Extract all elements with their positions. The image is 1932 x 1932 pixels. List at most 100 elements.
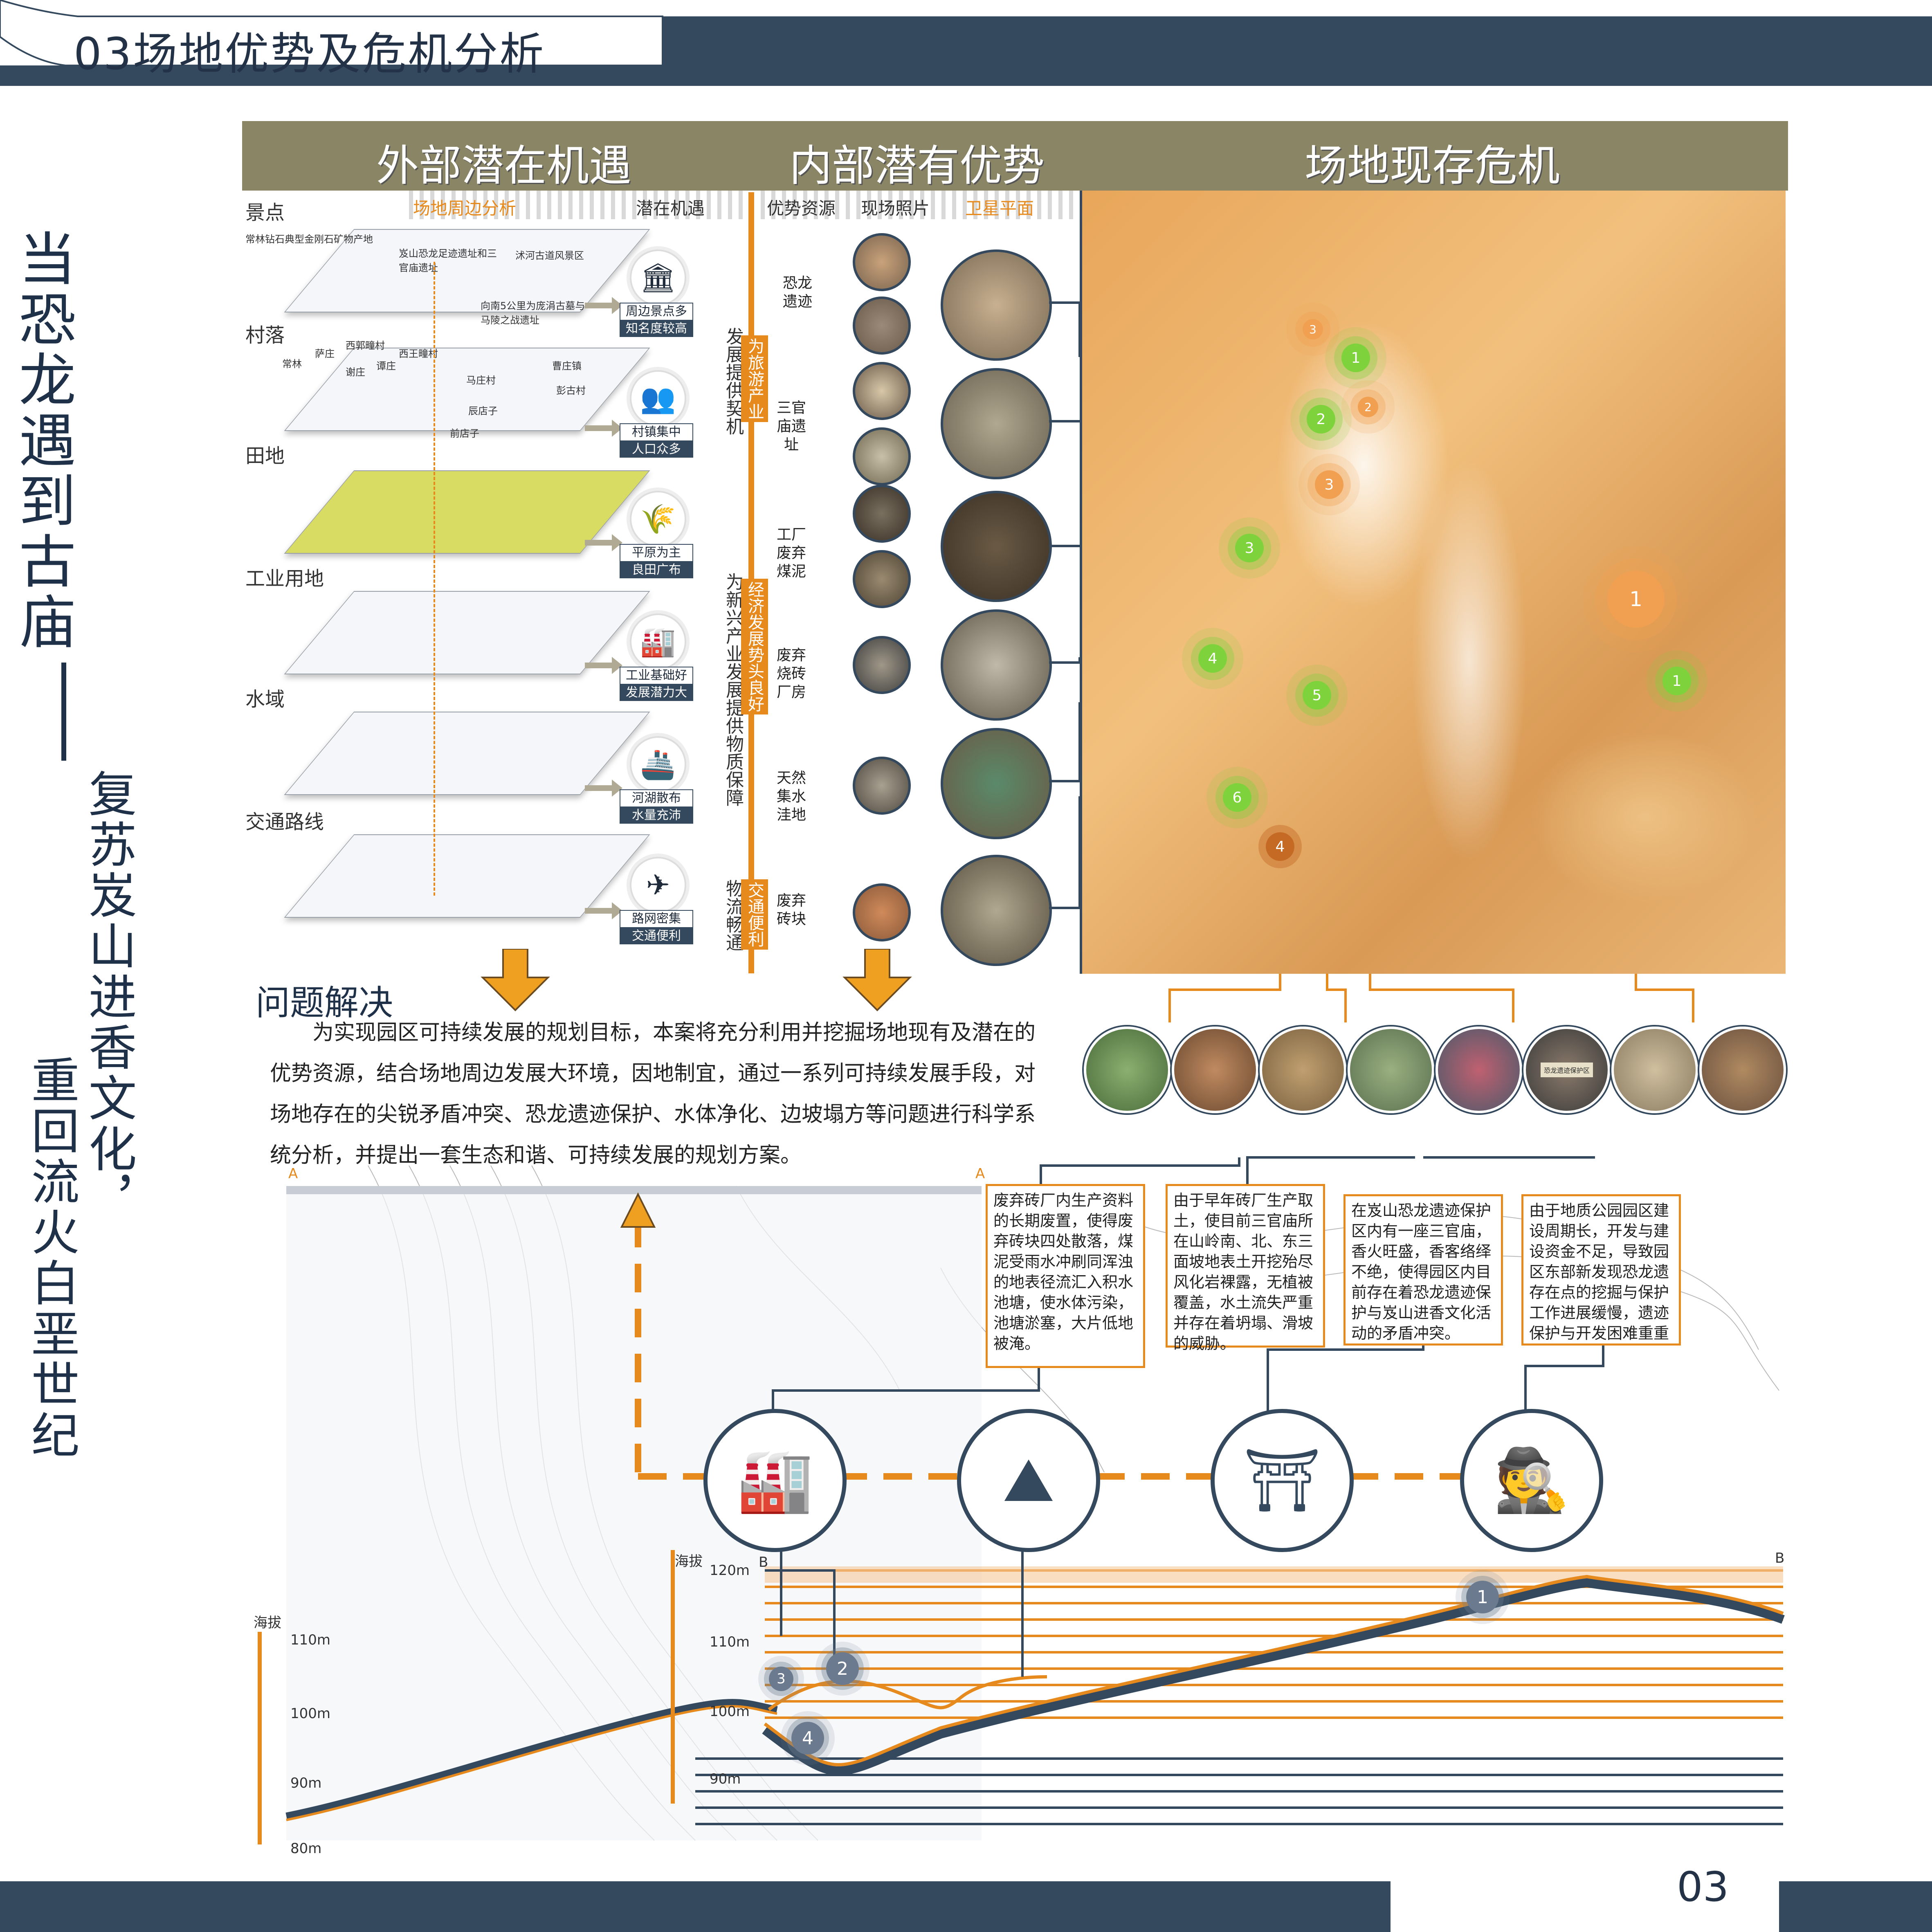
- satellite-kiln: [941, 609, 1052, 721]
- photo-temple-2: [853, 427, 911, 485]
- problem-text: 为实现园区可持续发展的规划目标，本案将充分利用并挖掘场地现有及潜在的优势资源，结…: [270, 1020, 1036, 1168]
- tag-industry-top: 工业基础好: [620, 667, 693, 685]
- layer-arrow-4: [585, 657, 622, 674]
- tag-village-top: 村镇集中: [620, 423, 693, 441]
- scenic-note-2: 岌山恐龙足迹遗址和三官庙遗址: [399, 248, 497, 274]
- tab-potential: 潜在机遇: [636, 198, 705, 218]
- profile-marker-2: 2: [826, 1652, 859, 1685]
- layer-plane-industry: [284, 591, 650, 674]
- photo-dinosaur-1: [853, 233, 911, 291]
- village-note-1: 常林: [282, 358, 302, 370]
- satellite-dinosaur: [941, 249, 1052, 361]
- layer-plane-traffic: [284, 834, 650, 918]
- layer-label-water: 水域: [245, 688, 285, 711]
- factory-pollution-icon: 🏭: [703, 1409, 847, 1552]
- tag-scenic-bottom: 知名度较高: [620, 321, 693, 337]
- village-note-9: 彭古村: [556, 385, 586, 396]
- middle-subheader-bg: [761, 191, 1080, 219]
- scale-right-110: 110m: [710, 1634, 750, 1650]
- layer-arrow-3: [585, 534, 622, 551]
- layer-arrow-2: [585, 420, 622, 437]
- layer-label-scenic: 景点: [245, 201, 285, 224]
- water-icon: 🚢: [630, 736, 686, 793]
- section-band: [242, 121, 1788, 191]
- photo-pond: [853, 757, 911, 815]
- tag-scenic: 周边景点多 知名度较高: [620, 303, 693, 337]
- map-marker-green-2: 2: [1307, 405, 1335, 434]
- down-arrow-middle: [842, 949, 912, 1011]
- village-note-7: 马庄村: [466, 375, 496, 386]
- village-note-11: 前店子: [450, 428, 479, 439]
- tab-surrounding: 场地周边分析: [413, 198, 517, 218]
- bracket-1-text: 发展提供契机: [723, 327, 744, 435]
- tag-scenic-top: 周边景点多: [620, 303, 693, 321]
- village-note-2: 萨庄: [315, 348, 335, 359]
- crisis-photo-slope-2: [1348, 1027, 1434, 1113]
- satellite-pond: [941, 728, 1052, 839]
- resource-label-5: 天然集水洼地: [776, 770, 806, 823]
- photo-temple-1: [853, 362, 911, 420]
- crisis-box-2: 由于早年砖厂生产取土，使目前三官庙所在山岭南、北、东三面坡地表土开挖殆尽风化岩裸…: [1166, 1184, 1325, 1352]
- map-marker-green-5: 5: [1303, 681, 1331, 710]
- subtitle-line-1: 复苏岌山进香文化，: [80, 769, 137, 1225]
- tag-village: 村镇集中 人口众多: [620, 423, 693, 458]
- photo-coal-2: [853, 550, 911, 608]
- scale-right-100: 100m: [710, 1703, 750, 1720]
- tag-industry-bottom: 发展潜力大: [620, 685, 693, 701]
- photo-bricks: [853, 883, 911, 941]
- section-b-right: B: [1775, 1550, 1785, 1566]
- map-marker-green-6: 6: [1223, 783, 1251, 812]
- layer-arrow-6: [585, 902, 622, 919]
- satellite-site-map: [1080, 191, 1786, 974]
- scale-left-100: 100m: [290, 1705, 331, 1722]
- crisis-photo-crowd: [1436, 1027, 1522, 1113]
- tag-water-top: 河湖散布: [620, 789, 693, 807]
- layer-plane-village: [284, 348, 650, 431]
- layer-arrow-1: [585, 297, 622, 314]
- village-note-8: 曹庄镇: [552, 360, 582, 372]
- people-icon: 👥: [630, 370, 686, 427]
- map-marker-brown-1: 4: [1266, 832, 1294, 861]
- crisis-box-4: 由于地质公园园区建设周期长，开发与建设资金不足，导致园区东部新发现恐龙遗存在点的…: [1521, 1194, 1681, 1346]
- resource-label-1: 恐龙遗迹: [782, 275, 812, 310]
- map-marker-orange-1: 3: [1303, 319, 1323, 339]
- photo-coal-1: [853, 485, 911, 543]
- tag-water: 河湖散布 水量充沛: [620, 789, 693, 824]
- section-a-left: A: [288, 1166, 298, 1182]
- layer-label-industry: 工业用地: [245, 567, 324, 590]
- elevation-label-right: 海拔: [675, 1553, 703, 1570]
- village-note-4: 西王疃村: [399, 348, 438, 359]
- band-title-external: 外部潜在机遇: [376, 141, 632, 191]
- resource-label-2: 三官庙遗址: [776, 400, 806, 453]
- problem-title: 问题解决: [256, 983, 393, 1023]
- page-number: 03: [1677, 1863, 1729, 1911]
- header-bar: [0, 0, 1932, 86]
- elevation-label-left: 海拔: [254, 1615, 281, 1631]
- layer-plane-water: [284, 712, 650, 795]
- main-title: 当恐龙遇到古庙: [9, 229, 76, 653]
- layer-axis-line: [434, 262, 435, 896]
- scale-left-80: 80m: [290, 1840, 322, 1857]
- map-marker-orange-3: 3: [1315, 470, 1343, 499]
- tag-traffic-top: 路网密集: [620, 910, 693, 928]
- bracket-3-text: 物流畅通: [723, 879, 744, 951]
- crisis-photo-brick-kiln: [1172, 1027, 1258, 1113]
- crisis-photo-sign: 恐龙遗迹保护区: [1523, 1027, 1610, 1113]
- scenic-note-4: 向南5公里为庞涓古墓与马陵之战遗址: [481, 300, 585, 326]
- layer-label-traffic: 交通路线: [245, 811, 324, 833]
- title-dash: [61, 663, 66, 761]
- farmland-icon: 🌾: [630, 491, 686, 547]
- map-marker-orange-2: 2: [1358, 397, 1378, 417]
- layer-label-village: 村落: [245, 324, 285, 347]
- factory-icon: 🏭: [630, 613, 686, 670]
- village-note-10: 辰店子: [468, 405, 498, 417]
- village-note-6: 谭庄: [376, 360, 396, 372]
- resource-label-3: 工厂废弃煤泥: [776, 526, 806, 580]
- bracket-1-orange: 为旅游产业: [741, 335, 768, 422]
- down-arrow-left: [481, 949, 550, 1011]
- tag-traffic: 路网密集 交通便利: [620, 910, 693, 944]
- photo-kiln: [853, 636, 911, 694]
- scale-left-90: 90m: [290, 1775, 322, 1791]
- tag-water-bottom: 水量充沛: [620, 807, 693, 824]
- scenic-note-1: 常林钻石典型金刚石矿物产地: [245, 234, 373, 245]
